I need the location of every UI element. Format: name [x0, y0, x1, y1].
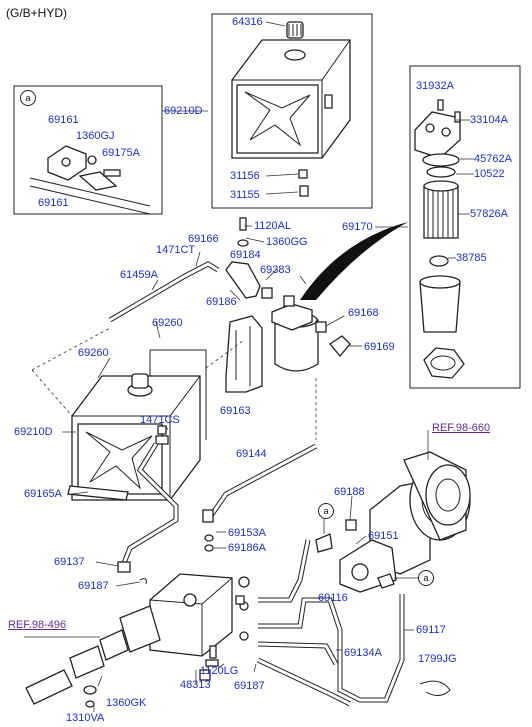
part-label-69153A[interactable]: 69153A: [228, 527, 266, 539]
part-label-69383[interactable]: 69383: [260, 264, 291, 276]
part-label-69169[interactable]: 69169: [364, 341, 395, 353]
part-label-69184[interactable]: 69184: [230, 249, 261, 261]
swing-motor-drawing: [315, 451, 471, 593]
part-label-31156[interactable]: 31156: [230, 170, 260, 182]
part-label-69188[interactable]: 69188: [334, 486, 365, 498]
part-label-69116[interactable]: 69116: [318, 592, 348, 604]
part-label-48313[interactable]: 48313: [180, 679, 211, 691]
part-label-69210D-mid[interactable]: 69210D: [14, 426, 53, 438]
part-label-69161-upper[interactable]: 69161: [48, 114, 79, 126]
filter-parts-drawing: [414, 99, 465, 379]
pump-assembly-drawing: [25, 573, 250, 708]
part-label-57826A[interactable]: 57826A: [470, 208, 508, 220]
part-label-1471CS[interactable]: 1471CS: [140, 414, 180, 426]
part-label-69151[interactable]: 69151: [368, 530, 399, 542]
part-label-64316[interactable]: 64316: [232, 16, 263, 28]
part-label-1120LG[interactable]: 1120LG: [200, 665, 239, 677]
part-label-69187-right[interactable]: 69187: [234, 680, 265, 692]
detail-a-callout-upper: a: [318, 503, 334, 519]
part-label-69144[interactable]: 69144: [236, 448, 267, 460]
detail-a-callout-lower: a: [418, 570, 434, 586]
part-label-69170[interactable]: 69170: [342, 221, 373, 233]
detail-a-drawing: [29, 145, 151, 215]
part-label-38785[interactable]: 38785: [456, 252, 487, 264]
part-label-10522[interactable]: 10522: [474, 168, 505, 180]
part-label-31932A[interactable]: 31932A: [416, 80, 454, 92]
part-label-1360GJ[interactable]: 1360GJ: [76, 130, 115, 142]
part-label-1471CT[interactable]: 1471CT: [156, 244, 196, 256]
part-label-61459A[interactable]: 61459A: [120, 269, 158, 281]
detail-a-frame: [13, 85, 163, 215]
part-label-1799JG[interactable]: 1799JG: [418, 653, 457, 665]
top-tank-drawing: [231, 21, 351, 197]
main-tank-drawing: [67, 349, 207, 501]
part-label-45762A[interactable]: 45762A: [474, 153, 512, 165]
part-label-69165A[interactable]: 69165A: [24, 488, 62, 500]
part-label-69210D-top[interactable]: 69210D: [164, 105, 203, 117]
part-label-69260-left[interactable]: 69260: [78, 347, 109, 359]
part-label-69117[interactable]: 69117: [416, 624, 446, 636]
ref-link-98-496[interactable]: REF.98-496: [8, 619, 67, 631]
part-label-69163[interactable]: 69163: [220, 405, 251, 417]
part-label-69134A[interactable]: 69134A: [344, 647, 382, 659]
tank-detail-frame: [211, 13, 373, 209]
part-label-69137[interactable]: 69137: [54, 556, 85, 568]
part-label-1310VA[interactable]: 1310VA: [66, 712, 105, 724]
part-label-69175A[interactable]: 69175A: [102, 147, 140, 159]
filter-detail-frame: [409, 65, 521, 389]
part-label-69168[interactable]: 69168: [348, 307, 379, 319]
part-label-69260-right[interactable]: 69260: [152, 317, 183, 329]
part-label-33104A[interactable]: 33104A: [470, 114, 508, 126]
part-label-69186A[interactable]: 69186A: [228, 542, 266, 554]
part-label-1120AL[interactable]: 1120AL: [254, 220, 292, 232]
part-label-69166[interactable]: 69166: [188, 233, 219, 245]
part-label-69161-lower[interactable]: 69161: [38, 197, 69, 209]
part-label-1360GK[interactable]: 1360GK: [106, 697, 147, 709]
part-label-31155[interactable]: 31155: [230, 189, 260, 201]
part-label-1360GG[interactable]: 1360GG: [266, 236, 308, 248]
part-label-69187-left[interactable]: 69187: [78, 580, 109, 592]
return-filter-drawing: [225, 217, 351, 393]
detail-a-marker: a: [20, 90, 36, 106]
diagram-variant-title: (G/B+HYD): [6, 6, 68, 20]
part-label-69186-top[interactable]: 69186: [206, 296, 237, 308]
ref-link-98-660[interactable]: REF.98-660: [432, 422, 491, 434]
